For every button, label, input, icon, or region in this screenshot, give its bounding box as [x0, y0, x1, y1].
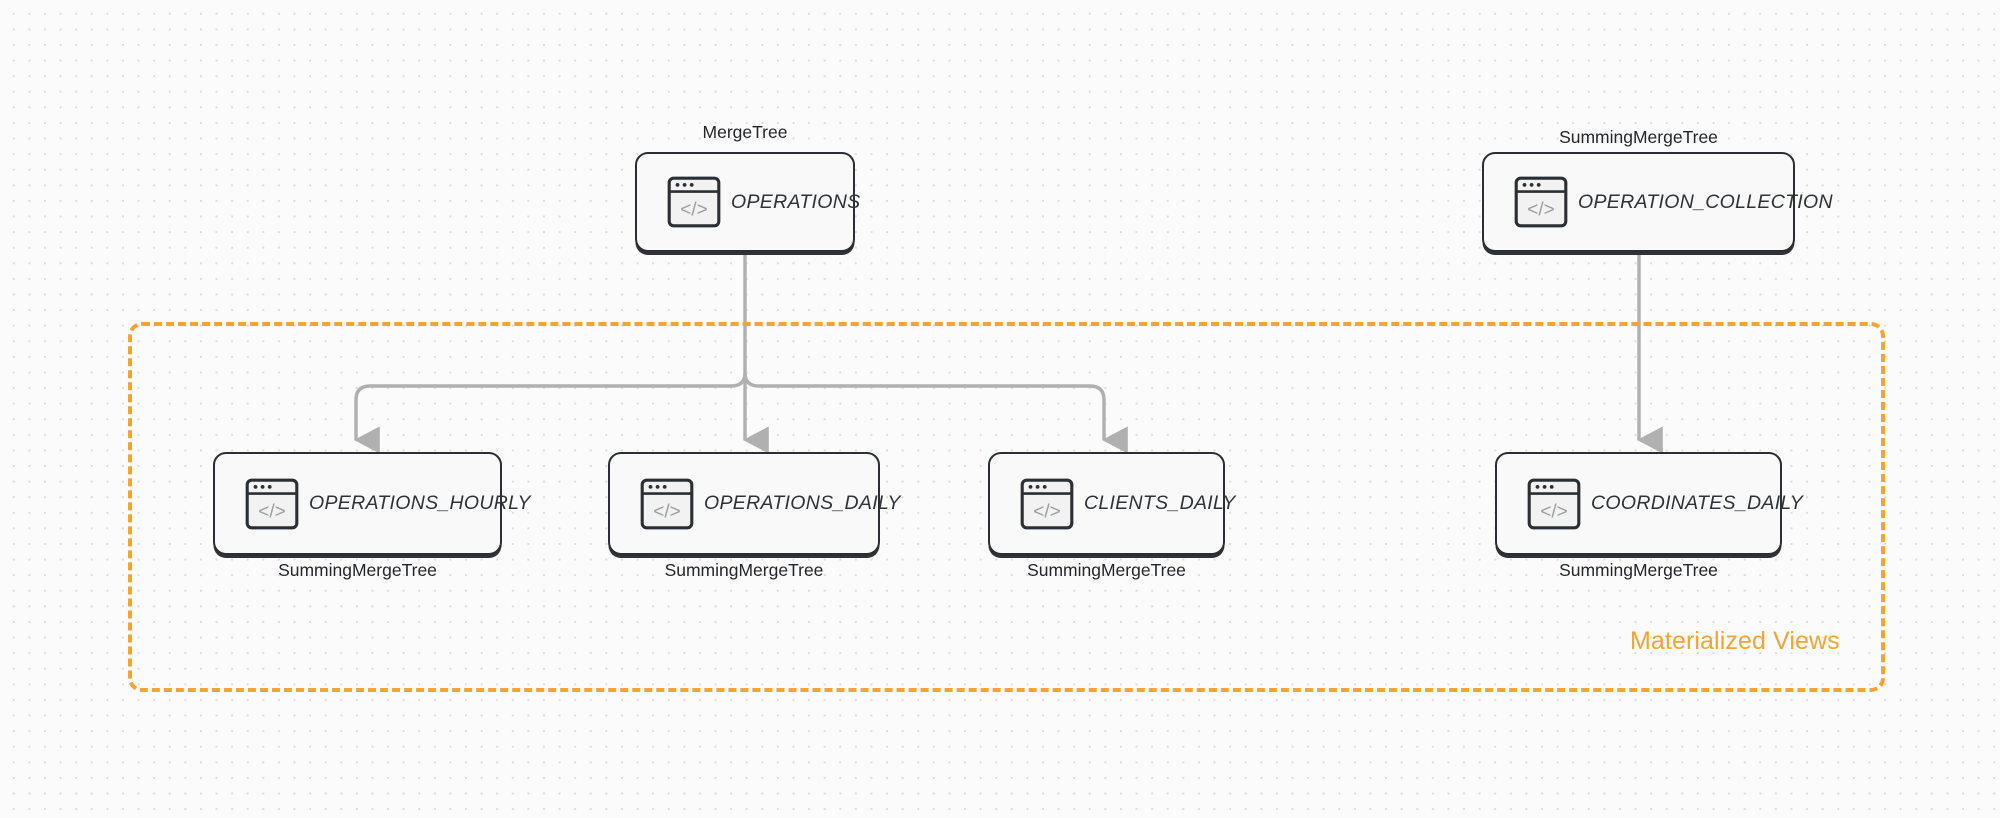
- table-node-coordinates_daily[interactable]: </> COORDINATES_DAILY: [1495, 452, 1803, 555]
- code-window-icon: </>: [1527, 478, 1581, 530]
- engine-label-clients_daily: SummingMergeTree: [1027, 560, 1186, 580]
- engine-label-operation_collection: SummingMergeTree: [1559, 127, 1718, 147]
- table-node-title: CLIENTS_DAILY: [1084, 492, 1236, 514]
- engine-label-operations_hourly: SummingMergeTree: [278, 560, 437, 580]
- code-window-icon: </>: [1514, 176, 1568, 228]
- svg-text:</>: </>: [1527, 200, 1554, 221]
- table-node-title: OPERATION_COLLECTION: [1578, 190, 1833, 213]
- code-window-icon: </>: [1020, 478, 1074, 530]
- table-node-clients_daily[interactable]: </> CLIENTS_DAILY: [988, 452, 1235, 555]
- svg-text:</>: </>: [258, 501, 285, 522]
- table-node-operations_hourly[interactable]: </> OPERATIONS_HOURLY: [213, 452, 531, 555]
- engine-label-operations: MergeTree: [702, 122, 788, 142]
- table-node-operations_daily[interactable]: </> OPERATIONS_DAILY: [608, 452, 900, 555]
- table-node-operation_collection[interactable]: </> OPERATION_COLLECTION: [1482, 152, 1833, 252]
- code-window-icon: </>: [245, 478, 299, 530]
- engine-label-coordinates_daily: SummingMergeTree: [1559, 560, 1718, 580]
- edge-operations-to-operations-hourly: [353, 372, 747, 454]
- table-node-title: OPERATIONS_DAILY: [704, 492, 901, 514]
- svg-text:</>: </>: [680, 200, 707, 221]
- table-node-title: OPERATIONS_HOURLY: [309, 492, 531, 514]
- code-window-icon: </>: [667, 176, 721, 228]
- svg-text:</>: </>: [1033, 501, 1060, 522]
- engine-label-operations_daily: SummingMergeTree: [664, 560, 824, 580]
- materialized-views-label: Materialized Views: [1630, 627, 1840, 655]
- table-node-operations[interactable]: </> OPERATIONS: [635, 152, 860, 252]
- table-node-title: COORDINATES_DAILY: [1591, 492, 1804, 514]
- svg-text:</>: </>: [653, 501, 680, 522]
- table-node-title: OPERATIONS: [731, 190, 861, 213]
- edge-operations-to-clients-daily: [743, 372, 1128, 454]
- svg-text:</>: </>: [1540, 501, 1567, 522]
- code-window-icon: </>: [640, 478, 694, 530]
